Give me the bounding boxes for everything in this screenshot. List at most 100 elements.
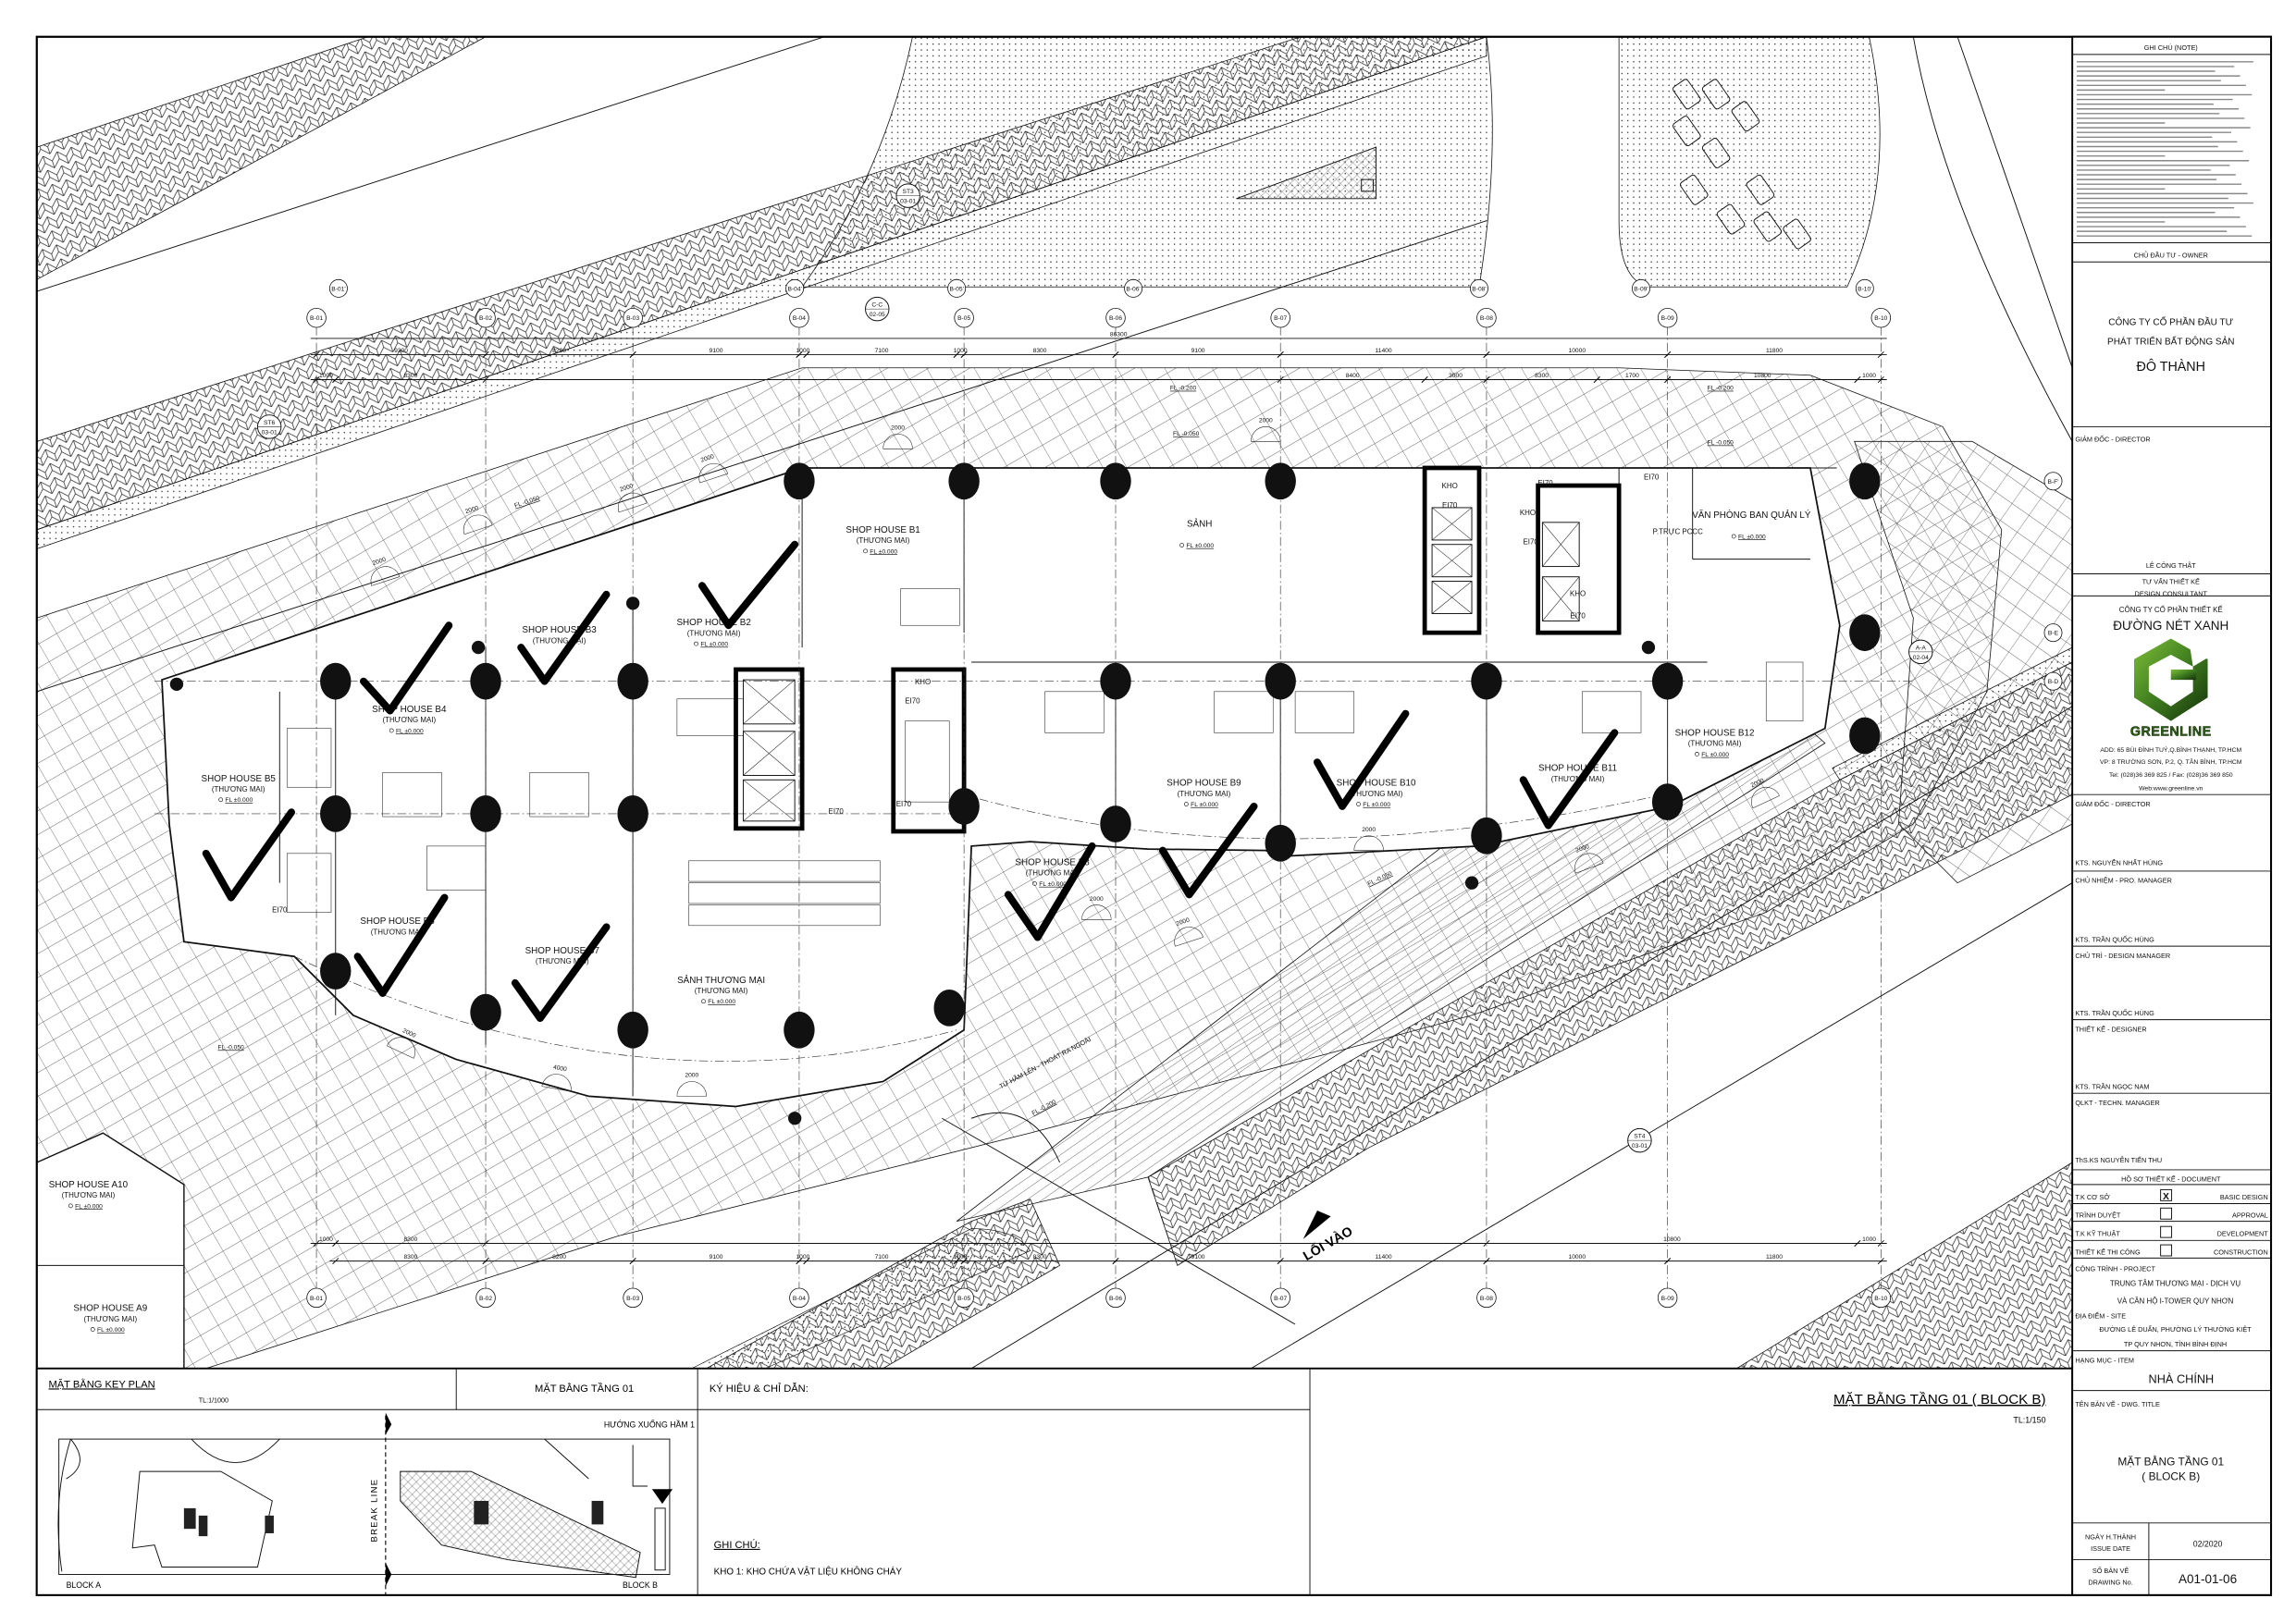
double-door: 2000 bbox=[1251, 418, 1281, 442]
room-use: (THƯƠNG MẠI) bbox=[83, 1315, 137, 1323]
fire-rating-label: EI70 bbox=[905, 697, 920, 706]
floor-plan: B-01B-01B-02B-02B-03B-03B-04B-04B-05B-05… bbox=[36, 36, 2073, 1369]
dimension-value: 9100 bbox=[1191, 1254, 1205, 1260]
stage-label-en: BASIC DESIGN bbox=[2220, 1193, 2268, 1201]
room-name: SHOP HOUSE B4 bbox=[372, 705, 447, 715]
level-marker-icon bbox=[1183, 802, 1189, 806]
dimension-value: 3000 bbox=[1449, 373, 1463, 379]
section-sheet: 02-05 bbox=[870, 312, 885, 318]
dimension-tick bbox=[953, 1258, 960, 1265]
stage-check-mark: X bbox=[2163, 1192, 2169, 1202]
floor-level: FL -0.050 bbox=[1708, 440, 1734, 447]
column bbox=[784, 1011, 815, 1049]
stage-checkbox[interactable] bbox=[2160, 1244, 2173, 1257]
dimension-tick bbox=[1877, 1258, 1884, 1265]
grid-bubble bbox=[1657, 1287, 1678, 1309]
room-name: SHOP HOUSE B11 bbox=[1538, 764, 1617, 774]
floor-level: FL ±0.000 bbox=[1191, 802, 1218, 808]
ramp-dotted bbox=[691, 1228, 1031, 1369]
consultant-header: TƯ VẤN THIẾT KẾ bbox=[2142, 577, 2200, 586]
section-sheet: 03-01 bbox=[262, 429, 278, 436]
dimension-tick bbox=[482, 350, 489, 358]
logo-wordmark: GREENLINE bbox=[2130, 725, 2212, 740]
stage-checkbox[interactable] bbox=[2160, 1225, 2173, 1238]
dimension-tick bbox=[332, 1258, 339, 1265]
room-name: KHO bbox=[1520, 509, 1536, 517]
floor-level: FL ±0.000 bbox=[75, 1203, 103, 1210]
grid-bubble bbox=[785, 278, 805, 298]
floor-level: FL ±0.000 bbox=[97, 1327, 125, 1334]
dimension-value: 8200 bbox=[552, 1254, 566, 1260]
dimension-value: 1000 bbox=[796, 348, 809, 354]
block-a-label: BLOCK A bbox=[67, 1580, 102, 1590]
issue-date-label: NGÀY H.THÀNH bbox=[2085, 1532, 2136, 1541]
owner-company-line: PHÁT TRIỂN BẤT ĐỘNG SẢN bbox=[2107, 335, 2234, 347]
door-width: 2000 bbox=[1575, 843, 1591, 855]
key-plan-block-b bbox=[400, 1470, 641, 1579]
double-door: 2000 bbox=[463, 505, 493, 535]
grid-bubble-label: B-05 bbox=[957, 315, 970, 322]
stage-checkbox[interactable] bbox=[2160, 1188, 2173, 1201]
grid-bubble-label: B-06' bbox=[1126, 286, 1140, 292]
door-width: 2000 bbox=[685, 1073, 698, 1079]
section-id: ST4 bbox=[1634, 1134, 1646, 1140]
floor-level: FL ±0.000 bbox=[1039, 881, 1067, 888]
door-width: 2000 bbox=[1362, 827, 1376, 833]
double-door: 2000 bbox=[698, 453, 729, 484]
break-line-arrow-bottom-icon bbox=[385, 1562, 392, 1587]
parking-car bbox=[1701, 79, 1731, 110]
floor-level: FL ±0.000 bbox=[1701, 752, 1729, 758]
checkmark-icon bbox=[360, 621, 453, 715]
grid-bubble-label: B-D bbox=[2048, 679, 2059, 685]
level-marker-icon bbox=[1695, 752, 1699, 756]
door-width: 2000 bbox=[1176, 917, 1191, 928]
grid-bubble-label: B-08' bbox=[1472, 286, 1486, 292]
column bbox=[933, 990, 965, 1027]
column bbox=[1651, 783, 1684, 821]
issue-date-label-en: ISSUE DATE bbox=[2091, 1544, 2130, 1553]
dimension-value: 7100 bbox=[875, 1254, 889, 1260]
dimension-tick bbox=[960, 1258, 968, 1265]
floor-title-cell: MẶT BẰNG TẦNG 01 bbox=[535, 1383, 634, 1395]
parking-car bbox=[1673, 116, 1701, 147]
dimension-value: 1700 bbox=[1625, 373, 1639, 379]
title-block: GHI CHÚ (NOTE) CHỦ ĐẦU TƯ - OWNER CÔNG T… bbox=[2071, 35, 2272, 1596]
owner-company-name: ĐÔ THÀNH bbox=[2137, 359, 2205, 375]
legend-band: MẶT BẰNG KEY PLAN TL:1/1000 MẶT BẰNG TẦN… bbox=[35, 1367, 2074, 1596]
grid-bubble-label: B-07 bbox=[1274, 1296, 1287, 1302]
double-door: 2000 bbox=[676, 1073, 707, 1097]
drawing-no-value: A01-01-06 bbox=[2179, 1572, 2237, 1586]
column bbox=[1464, 876, 1479, 890]
double-door: 2000 bbox=[1574, 843, 1604, 874]
item-value: NHÀ CHÍNH bbox=[2149, 1372, 2215, 1386]
grid-bubble-label: B-07 bbox=[1274, 315, 1287, 322]
section-sheet: 03-01 bbox=[900, 199, 916, 205]
level-marker-icon bbox=[1731, 534, 1736, 539]
dimension-value: 8400 bbox=[1346, 373, 1360, 379]
checkmark-icon bbox=[511, 923, 611, 1023]
column bbox=[169, 677, 184, 692]
dimension-tick bbox=[313, 375, 320, 384]
dimension-value: 1000 bbox=[1862, 1236, 1876, 1243]
column bbox=[617, 1011, 648, 1049]
level-marker-icon bbox=[1179, 543, 1184, 547]
dimension-tick bbox=[1664, 375, 1672, 384]
key-plan-diagram: BREAK LINE BLOCK A BLOCK B bbox=[57, 1412, 673, 1595]
grid-bubble-label: B-05' bbox=[949, 286, 963, 292]
room-name: VĂN PHÒNG BAN QUẢN LÝ bbox=[1692, 510, 1811, 521]
role-name: KTS. TRẦN NGỌC NAM bbox=[2075, 1081, 2149, 1090]
role-name: ThS.KS NGUYỄN TIẾN THU bbox=[2075, 1155, 2162, 1164]
room-use: (THƯƠNG MẠI) bbox=[1026, 869, 1080, 878]
grid-bubble-label: B-04 bbox=[793, 1296, 806, 1302]
floor-level: FL -0.050 bbox=[217, 1044, 244, 1051]
fire-rating-label: EI70 bbox=[1442, 501, 1458, 510]
column bbox=[1471, 662, 1502, 700]
floor-level: FL -0.050 bbox=[1173, 431, 1200, 437]
grid-bubble bbox=[328, 278, 348, 298]
dimension-tick bbox=[1277, 375, 1284, 384]
level-marker-icon bbox=[1356, 802, 1361, 806]
issue-date-value: 02/2020 bbox=[2193, 1539, 2223, 1548]
stage-checkbox[interactable] bbox=[2160, 1207, 2173, 1220]
